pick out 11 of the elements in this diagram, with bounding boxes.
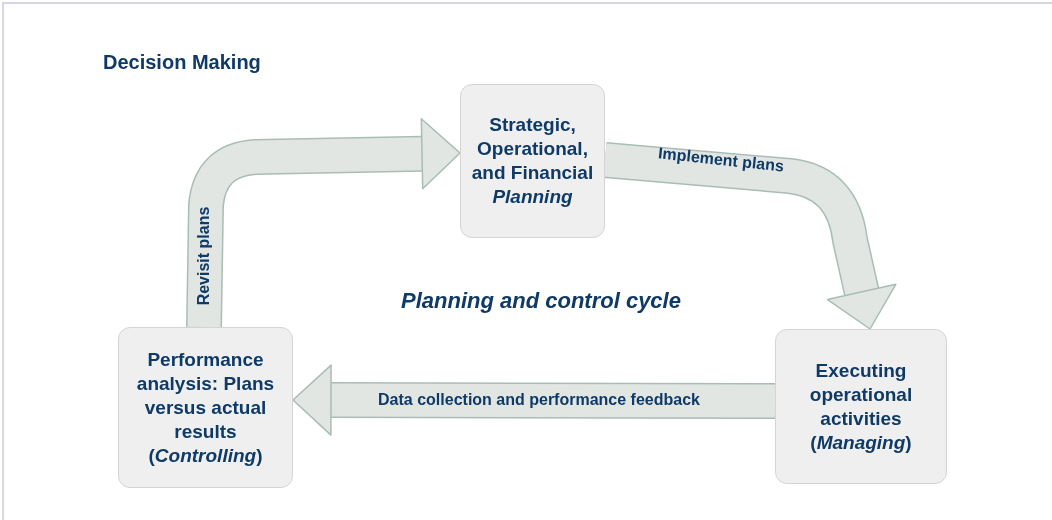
edge-label: Implement plans [657, 144, 785, 176]
cycle-caption: Planning and control cycle [400, 287, 682, 315]
block-arrow [603, 143, 897, 330]
block-arrow [187, 118, 461, 328]
process-box: Executing operational activities (Managing) [775, 329, 947, 484]
edge-label: Revisit plans [195, 206, 213, 306]
process-box: Performance analysis: Plans versus actual results (Controlling) [118, 327, 293, 488]
process-box: Strategic, Operational, and Financial Planning [460, 84, 605, 238]
diagram-title: Decision Making [103, 50, 261, 75]
block-arrow [292, 364, 776, 436]
edge-label: Data collection and performance feedback [378, 391, 700, 409]
